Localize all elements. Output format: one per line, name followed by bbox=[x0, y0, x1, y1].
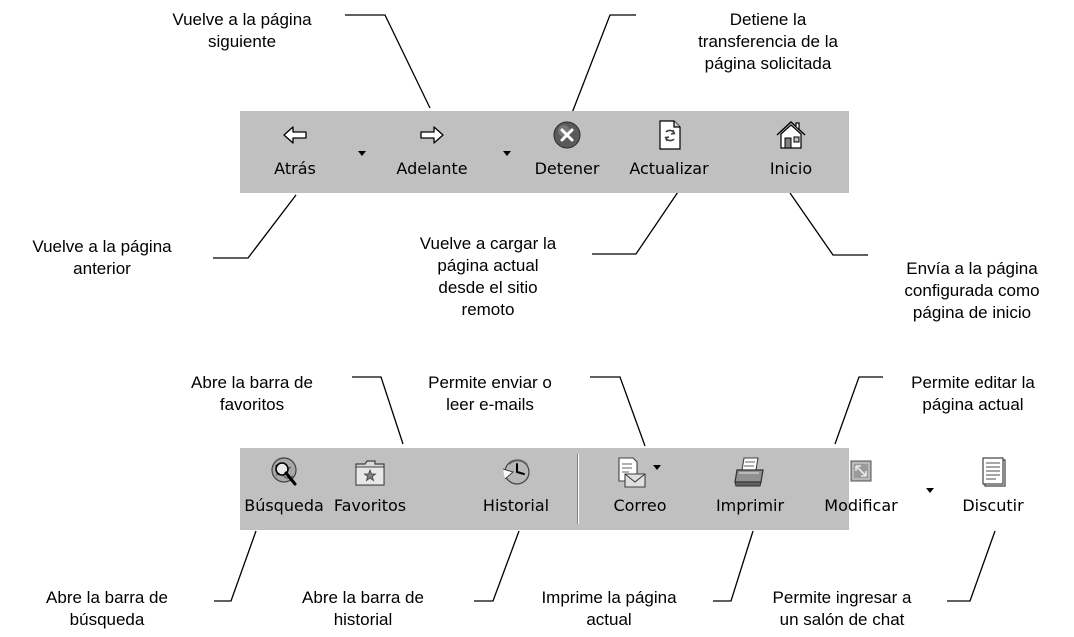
edit-dropdown-arrow-icon[interactable] bbox=[926, 488, 934, 493]
leader-forward bbox=[345, 14, 431, 109]
mail-dropdown-arrow-icon[interactable] bbox=[653, 465, 661, 470]
home-label: Inicio bbox=[769, 159, 813, 178]
tools-toolbar: Búsqueda Favoritos Historial Correo bbox=[240, 448, 1024, 530]
callout-stop: Detiene la transferencia de la página so… bbox=[698, 10, 838, 73]
printer-icon bbox=[734, 457, 764, 487]
refresh-page-icon bbox=[659, 120, 681, 150]
stop-label: Detener bbox=[534, 159, 600, 178]
leader-back bbox=[213, 194, 297, 259]
edit-label: Modificar bbox=[824, 496, 898, 515]
mail-button[interactable]: Correo bbox=[600, 448, 680, 530]
stop-button[interactable]: Detener bbox=[523, 111, 611, 193]
back-button[interactable]: Atrás bbox=[262, 111, 328, 193]
leader-mail bbox=[590, 376, 646, 447]
callout-mail: Permite enviar o leer e-mails bbox=[428, 373, 552, 414]
search-label: Búsqueda bbox=[244, 496, 324, 515]
forward-button[interactable]: Adelante bbox=[382, 111, 482, 193]
globe-magnifier-icon bbox=[271, 457, 297, 486]
callout-refresh: Vuelve a cargar la página actual desde e… bbox=[419, 234, 557, 319]
edit-button[interactable]: Modificar bbox=[812, 448, 910, 530]
history-clock-icon bbox=[502, 459, 530, 485]
refresh-button[interactable]: Actualizar bbox=[616, 111, 722, 193]
back-dropdown-arrow-icon[interactable] bbox=[358, 151, 366, 156]
callout-history: Abre la barra de historial bbox=[302, 588, 424, 629]
print-button[interactable]: Imprimir bbox=[710, 448, 790, 530]
home-button[interactable]: Inicio bbox=[758, 111, 824, 193]
forward-label: Adelante bbox=[396, 159, 468, 178]
favorites-label: Favoritos bbox=[333, 496, 407, 515]
toolbar-separator bbox=[577, 454, 579, 524]
callout-home: Envía a la página configurada como págin… bbox=[904, 259, 1040, 322]
forward-dropdown-arrow-icon[interactable] bbox=[503, 151, 511, 156]
leader-stop bbox=[571, 14, 636, 114]
favorites-folder-icon bbox=[355, 460, 385, 486]
leader-discuss bbox=[947, 530, 996, 602]
callout-forward: Vuelve a la página siguiente bbox=[172, 10, 312, 51]
callout-favorites: Abre la barra de favoritos bbox=[191, 373, 313, 414]
discuss-label: Discutir bbox=[962, 496, 1024, 515]
callout-edit: Permite editar la página actual bbox=[911, 373, 1035, 414]
arrow-left-icon bbox=[283, 126, 307, 144]
favorites-button[interactable]: Favoritos bbox=[329, 448, 411, 530]
leader-home bbox=[789, 192, 868, 256]
callout-print: Imprime la página actual bbox=[541, 588, 677, 629]
discuss-button[interactable]: Discutir bbox=[955, 448, 1031, 530]
stop-icon bbox=[553, 121, 581, 149]
mail-label: Correo bbox=[613, 496, 667, 515]
callout-back: Vuelve a la página anterior bbox=[32, 237, 172, 278]
history-label: Historial bbox=[482, 496, 550, 515]
discuss-document-icon bbox=[982, 457, 1006, 487]
leader-search bbox=[214, 530, 257, 602]
leader-refresh bbox=[592, 188, 681, 255]
back-label: Atrás bbox=[274, 159, 316, 178]
leader-edit bbox=[834, 376, 883, 445]
edit-page-icon bbox=[850, 460, 872, 482]
callout-search: Abre la barra de búsqueda bbox=[46, 588, 168, 629]
print-label: Imprimir bbox=[715, 496, 785, 515]
house-icon bbox=[776, 121, 806, 149]
navigation-toolbar: Atrás Adelante Detener Actualizar bbox=[240, 111, 849, 193]
history-button[interactable]: Historial bbox=[476, 448, 556, 530]
mail-envelope-icon bbox=[618, 457, 646, 488]
callout-discuss: Permite ingresar a un salón de chat bbox=[772, 588, 912, 629]
search-button[interactable]: Búsqueda bbox=[242, 448, 326, 530]
refresh-label: Actualizar bbox=[629, 159, 709, 178]
arrow-right-icon bbox=[420, 126, 444, 144]
